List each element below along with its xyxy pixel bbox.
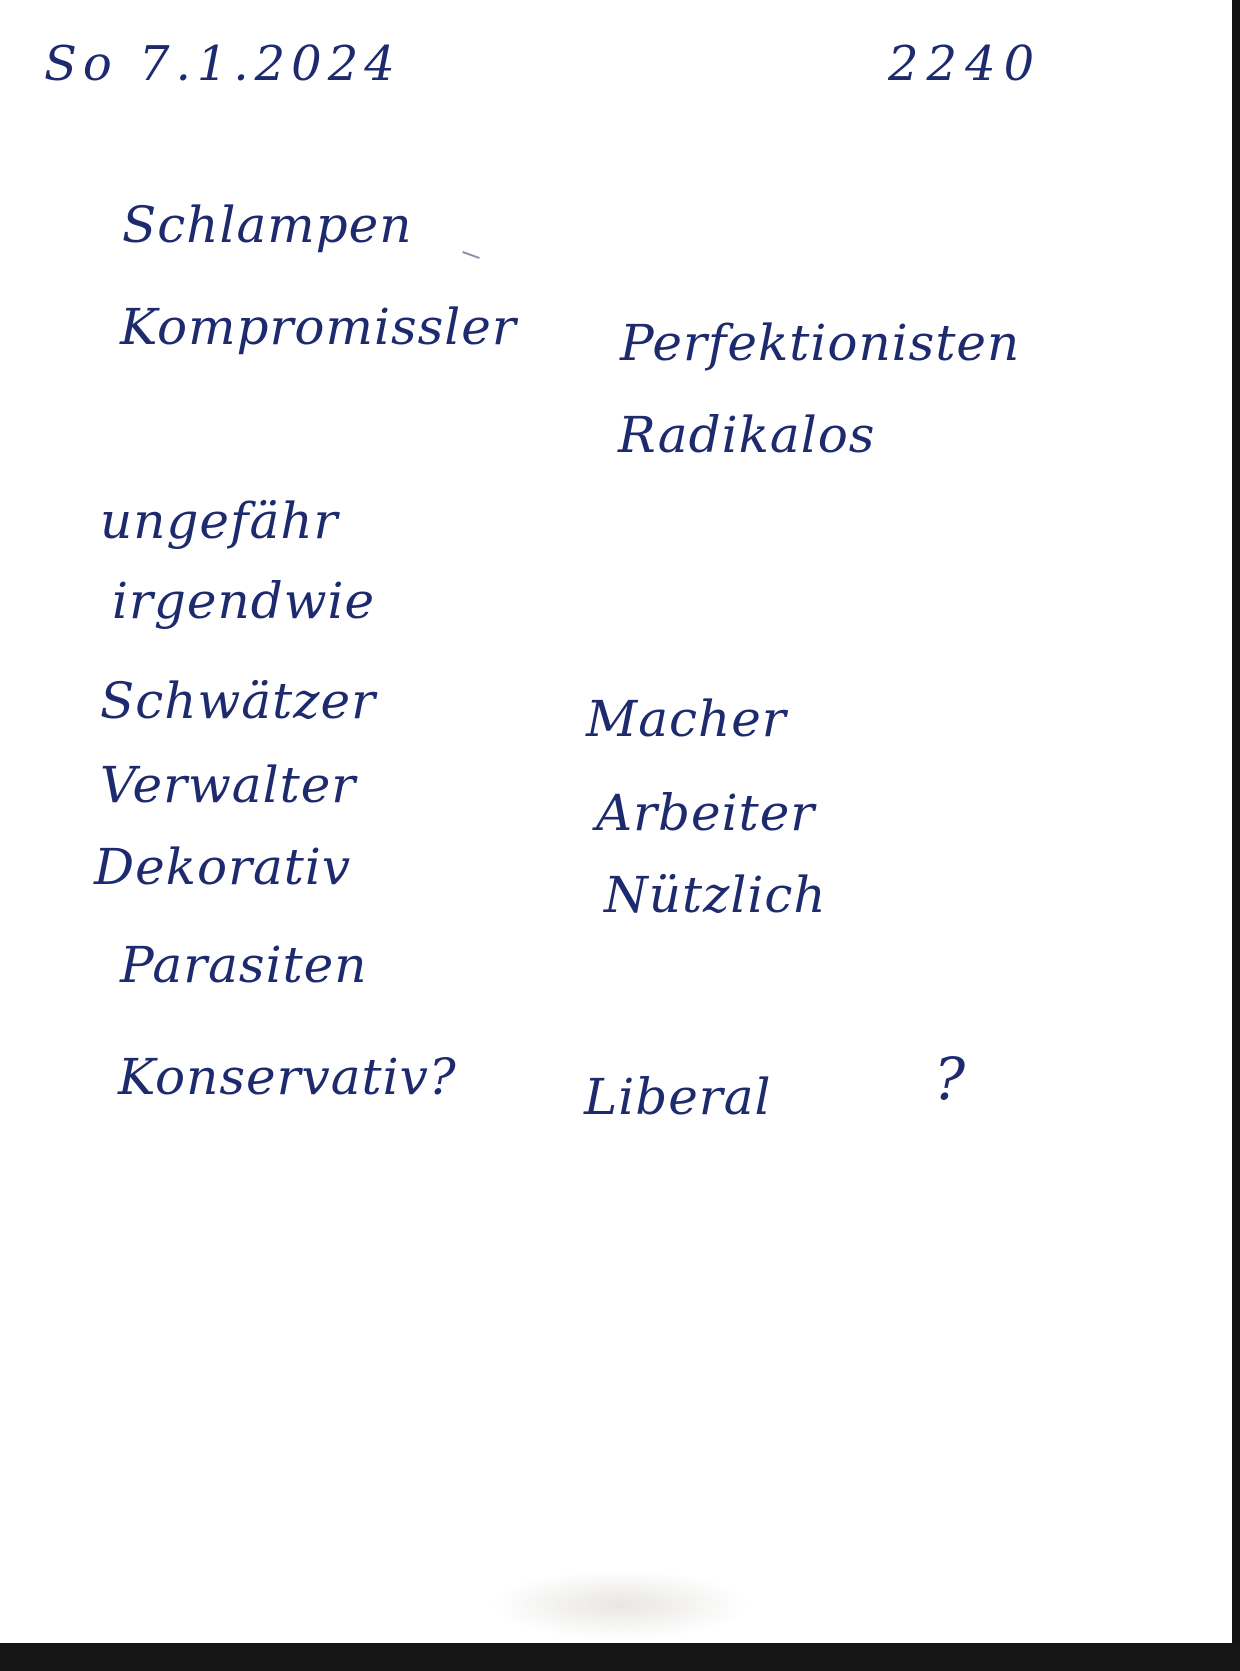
- date-note: So 7.1.2024: [44, 36, 401, 92]
- scan-border-bottom: [0, 1643, 1240, 1671]
- left-word-schlampen: Schlampen: [122, 196, 413, 254]
- left-word-verwalter: Verwalter: [100, 756, 357, 814]
- right-word-nuetzlich: Nützlich: [604, 866, 827, 924]
- right-word-macher: Macher: [586, 690, 787, 748]
- right-word-arbeiter: Arbeiter: [596, 784, 816, 842]
- paper-smudge: [490, 1570, 750, 1640]
- left-word-parasiten: Parasiten: [120, 936, 368, 994]
- scan-border-right: [1232, 0, 1240, 1671]
- left-word-ungefaehr: ungefähr: [100, 492, 339, 550]
- left-word-schwaetzer: Schwätzer: [100, 672, 376, 730]
- question-mark: ?: [934, 1045, 967, 1113]
- handwritten-page: So 7.1.2024 2240 Schlampen Kompromissler…: [0, 0, 1232, 1643]
- right-word-radikalos: Radikalos: [618, 406, 876, 464]
- page-number-note: 2240: [888, 36, 1043, 92]
- pen-mark: [462, 250, 480, 260]
- left-word-konservativ: Konservativ?: [118, 1048, 457, 1106]
- left-word-irgendwie: irgendwie: [112, 572, 376, 630]
- right-word-liberal: Liberal: [584, 1068, 772, 1126]
- left-word-dekorativ: Dekorativ: [94, 838, 352, 896]
- right-word-perfektionisten: Perfektionisten: [620, 314, 1021, 372]
- left-word-kompromissler: Kompromissler: [120, 298, 517, 356]
